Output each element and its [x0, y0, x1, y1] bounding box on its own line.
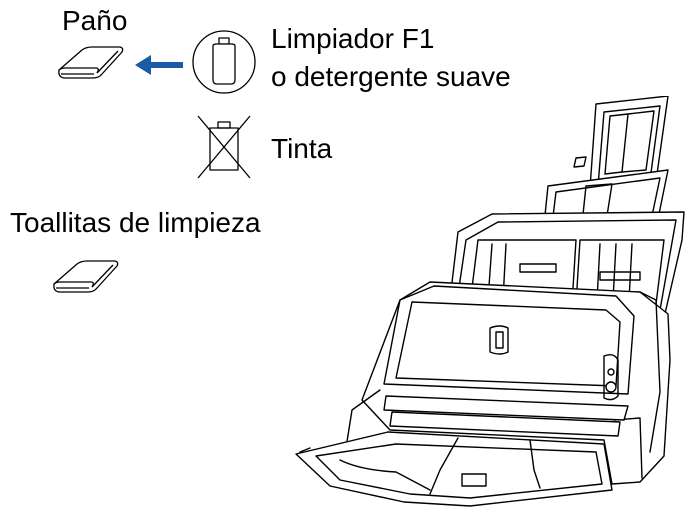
cleaner-bottle-icon [192, 30, 256, 94]
left-arrow-icon [135, 55, 183, 75]
ink-bottle-crossed-icon [197, 115, 251, 179]
cleaner-label-line2: o detergente suave [271, 61, 511, 92]
document-scanner-illustration [295, 96, 685, 507]
adf-cover [383, 285, 635, 395]
cloth-label: Paño [62, 5, 128, 36]
stacker-tray [295, 431, 613, 507]
folded-cloth-icon [58, 46, 124, 79]
power-button-icon [605, 381, 617, 393]
cleaning-wipes-icon [53, 260, 119, 293]
ink-label: Tinta [271, 133, 333, 164]
cleaner-label-line1: Limpiador F1 [271, 23, 435, 54]
wipes-label: Toallitas de limpieza [10, 207, 261, 238]
